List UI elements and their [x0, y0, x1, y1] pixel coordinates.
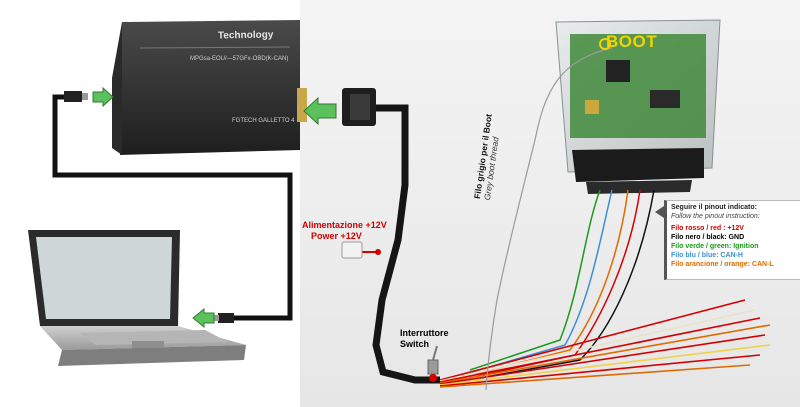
device-back-label: FGTECH GALLETTO 4 [232, 118, 295, 124]
boot-label: BOOT [606, 32, 658, 51]
boot-pad-icon [599, 38, 611, 50]
usb-cable [52, 94, 293, 321]
pinout-pointer [655, 206, 664, 218]
ecu-unit [555, 19, 721, 194]
harness-wires [439, 299, 771, 388]
toggle-switch [427, 345, 439, 382]
pinout-title-it: Seguire il pinout indicato: [671, 204, 757, 211]
pinout-row-red: Filo rosso / red : +12V [671, 224, 744, 232]
device-brand-label: Technology [217, 29, 274, 42]
arrow-usb-laptop [192, 307, 215, 329]
switch-label-it: Interruttore [400, 328, 449, 338]
fgtech-device [112, 20, 307, 155]
pinout-row-green: Filo verde / green: Ignition [671, 242, 759, 250]
pinout-row-black: Filo nero / black: GND [671, 233, 745, 241]
pinout-title-en: Follow the pinout instruction: [671, 212, 760, 220]
arrow-serial [303, 96, 337, 126]
pinout-row-blue: Filo blu / blue: CAN-H [671, 251, 743, 259]
device-model-label: MPGsa-EOU/—57GFx-OBD(K-CAN) [190, 56, 289, 62]
laptop [28, 230, 246, 366]
grey-boot-wire [485, 47, 613, 391]
pinout-box: Seguire il pinout indicato: Follow the p… [664, 200, 800, 280]
usb-plug-device [64, 91, 82, 102]
main-cable [372, 104, 440, 384]
arrow-usb-device [92, 86, 114, 108]
pinout-row-orange: Filo arancione / orange: CAN-L [671, 260, 774, 268]
power-label-it: Alimentazione +12V [302, 220, 387, 230]
serial-connector [342, 88, 376, 126]
ecu-wires [469, 189, 655, 379]
switch-label-en: Switch [400, 339, 430, 349]
power-label-en: Power +12V [311, 231, 362, 241]
power-plug [341, 241, 381, 259]
usb-plug-laptop [218, 313, 234, 323]
